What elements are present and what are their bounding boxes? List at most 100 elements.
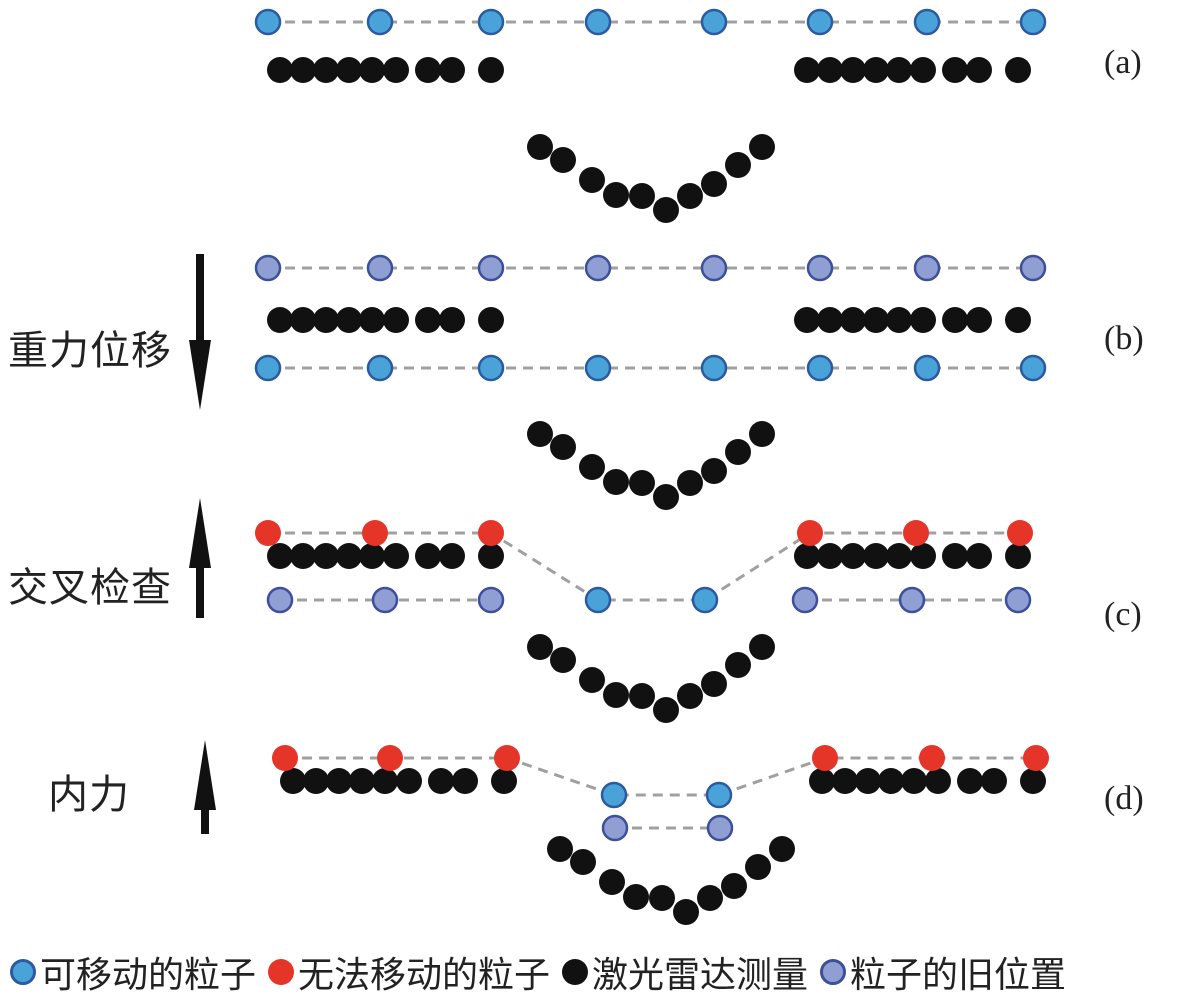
lidar-point xyxy=(697,885,723,911)
particle-link xyxy=(285,756,1036,797)
legend-label: 激光雷达测量 xyxy=(592,955,809,996)
lidar-point xyxy=(326,768,352,794)
lidar-point xyxy=(383,307,409,333)
lidar-point xyxy=(942,57,968,83)
lidar-point xyxy=(428,768,454,794)
lidar-point xyxy=(547,836,573,862)
lidar-point xyxy=(336,307,362,333)
immovable-particle xyxy=(494,745,520,771)
immovable-particle xyxy=(362,520,388,546)
old-particle-position xyxy=(1019,254,1047,282)
lidar-point xyxy=(725,439,751,465)
lidar-point xyxy=(303,768,329,794)
lidar-point xyxy=(863,57,889,83)
old-position-icon xyxy=(820,959,847,985)
lidar-point xyxy=(452,768,478,794)
movable-particle xyxy=(806,354,834,382)
lidar-point xyxy=(478,543,504,569)
movable-particle xyxy=(1019,8,1047,36)
lidar-point xyxy=(267,57,293,83)
internal-force-label: 内力 xyxy=(48,772,130,818)
lidar-point xyxy=(550,647,576,673)
immovable-particle xyxy=(919,745,945,771)
old-particle-position xyxy=(254,254,282,282)
lidar-point xyxy=(863,307,889,333)
immovable-particle xyxy=(272,745,298,771)
gravity-displacement-label: 重力位移 xyxy=(8,328,172,374)
particle-link xyxy=(268,531,1020,602)
immovable-particle xyxy=(812,745,838,771)
lidar-point xyxy=(794,307,820,333)
lidar-point xyxy=(527,634,553,660)
lidar-point xyxy=(901,768,927,794)
lidar-point xyxy=(966,57,992,83)
lidar-point xyxy=(832,768,858,794)
immovable-particle xyxy=(1023,745,1049,771)
lidar-point xyxy=(649,885,675,911)
movable-particle xyxy=(700,354,728,382)
lidar-point xyxy=(623,884,649,910)
immovable-particle xyxy=(903,520,929,546)
lidar-point xyxy=(794,543,820,569)
lidar-point xyxy=(817,543,843,569)
lidar-point xyxy=(886,307,912,333)
lidar-point xyxy=(749,134,775,160)
lidar-point xyxy=(1005,543,1031,569)
lidar-point xyxy=(701,458,727,484)
immovable-particle xyxy=(797,520,823,546)
old-particle-position xyxy=(898,586,926,614)
lidar-point xyxy=(349,768,375,794)
panel-label-c: (c) xyxy=(1104,596,1142,633)
legend-label: 无法移动的粒子 xyxy=(298,955,551,996)
lidar-point xyxy=(629,683,655,709)
immovable-particle xyxy=(377,745,403,771)
lidar-point xyxy=(290,57,316,83)
lidar-point xyxy=(491,768,517,794)
lidar-point xyxy=(878,768,904,794)
movable-particle xyxy=(584,354,612,382)
lidar-point xyxy=(942,307,968,333)
old-particle-position xyxy=(477,586,505,614)
lidar-point xyxy=(673,899,699,925)
old-particle-position xyxy=(371,586,399,614)
panel-label-b: (b) xyxy=(1104,320,1144,357)
old-particle-position xyxy=(700,254,728,282)
movable-particle xyxy=(913,354,941,382)
lidar-point xyxy=(415,543,441,569)
lidar-point xyxy=(653,697,679,723)
lidar-point xyxy=(579,667,605,693)
lidar-point xyxy=(550,147,576,173)
lidar-point xyxy=(359,57,385,83)
lidar-point xyxy=(725,652,751,678)
lidar-point xyxy=(721,873,747,899)
lidar-point xyxy=(653,484,679,510)
lidar-point xyxy=(677,470,703,496)
legend-label: 可移动的粒子 xyxy=(40,955,257,996)
down-arrow-icon xyxy=(189,340,211,410)
movable-particle xyxy=(254,8,282,36)
lidar-point xyxy=(383,57,409,83)
old-particle-position xyxy=(706,814,734,842)
movable-particle xyxy=(1019,354,1047,382)
old-particle-position xyxy=(584,254,612,282)
lidar-point xyxy=(579,167,605,193)
lidar-point xyxy=(570,849,596,875)
movable-particle xyxy=(477,8,505,36)
lidar-point xyxy=(359,543,385,569)
legend-item-immovable: 无法移动的粒子 xyxy=(268,946,550,998)
lidar-point xyxy=(336,57,362,83)
lidar-point xyxy=(313,57,339,83)
panel-label-a: (a) xyxy=(1104,44,1142,81)
lidar-point xyxy=(966,307,992,333)
lidar-point xyxy=(749,634,775,660)
lidar-point xyxy=(603,469,629,495)
lidar-point xyxy=(817,57,843,83)
old-particle-position xyxy=(1004,586,1032,614)
lidar-point xyxy=(942,543,968,569)
lidar-point xyxy=(372,768,398,794)
lidar-point xyxy=(550,434,576,460)
movable-particle xyxy=(806,8,834,36)
lidar-point xyxy=(629,470,655,496)
lidar-point xyxy=(415,57,441,83)
